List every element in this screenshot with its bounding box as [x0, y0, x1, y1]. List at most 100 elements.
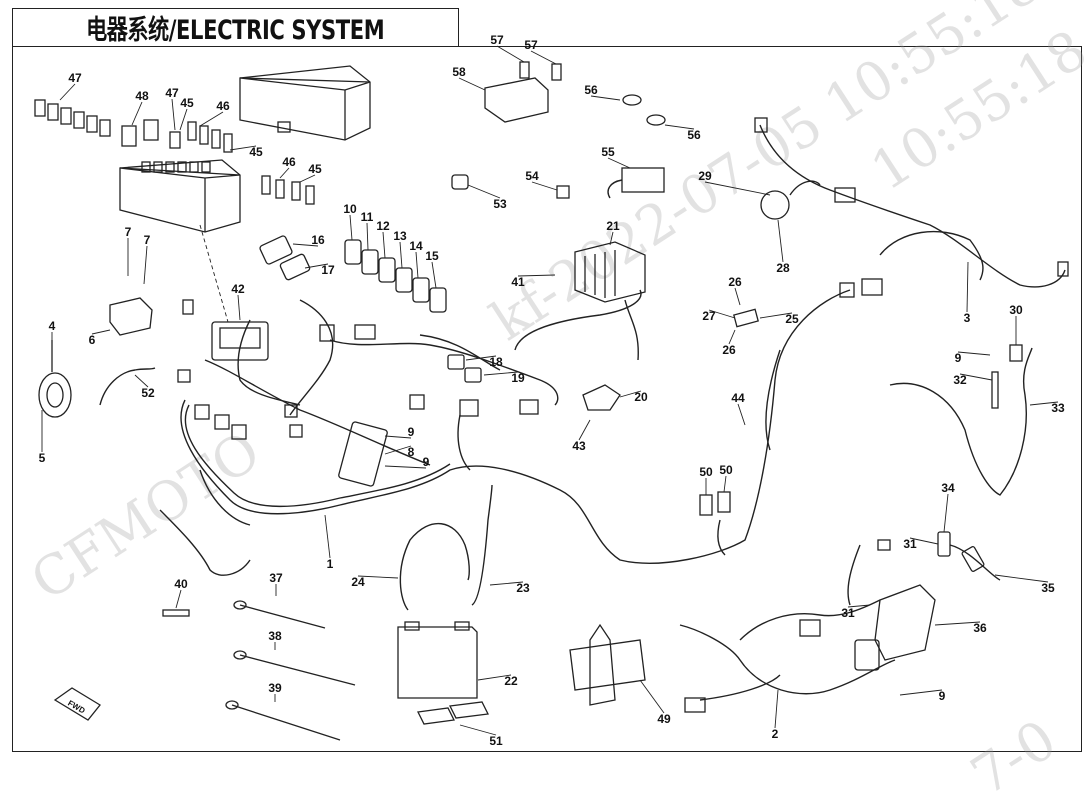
callout-number: 47	[68, 71, 82, 85]
main-wiring-harness	[159, 278, 883, 576]
leader-line	[517, 274, 556, 277]
leader-line	[237, 294, 241, 321]
regulator-55	[607, 167, 665, 199]
connector-54	[556, 185, 570, 199]
leader-line	[578, 419, 591, 441]
sensor-25	[733, 308, 759, 328]
fuse-box-assembly	[34, 65, 371, 323]
callout-number: 56	[687, 128, 701, 142]
callout-number: 5	[39, 451, 46, 465]
leader-line	[590, 95, 621, 101]
callout-number: 50	[699, 465, 713, 479]
callout-number: 9	[955, 351, 962, 365]
callout-number: 38	[268, 629, 282, 643]
leader-line	[384, 465, 427, 469]
callout-number: 21	[606, 219, 620, 233]
leader-line	[759, 312, 793, 319]
leader-line	[847, 604, 871, 608]
callout-number: 7	[125, 225, 132, 239]
leader-line	[465, 355, 497, 361]
callout-number: 34	[941, 481, 955, 495]
leader-line	[737, 403, 746, 426]
relays-10-15	[344, 239, 447, 313]
leader-line	[959, 373, 993, 381]
callout-number: 48	[135, 89, 149, 103]
callout-number: 31	[903, 537, 917, 551]
leader-line	[91, 329, 111, 335]
callout-number: 55	[601, 145, 615, 159]
callout-number: 30	[1009, 303, 1023, 317]
battery-bracket-49	[569, 623, 646, 706]
leader-line	[467, 184, 501, 199]
callout-number: 26	[722, 343, 736, 357]
callout-number: 12	[376, 219, 390, 233]
leader-line	[728, 329, 736, 345]
leader-line	[708, 309, 736, 319]
callout-number: 6	[89, 333, 96, 347]
callout-number: 31	[841, 606, 855, 620]
callout-number: 45	[308, 162, 322, 176]
leader-line	[609, 231, 614, 246]
leader-line	[664, 124, 695, 130]
leader-line	[229, 145, 257, 151]
callout-number: 23	[516, 581, 530, 595]
voltage-regulator-21	[574, 241, 646, 361]
leader-line	[607, 157, 631, 169]
callout-number: 24	[351, 575, 365, 589]
fuel-pump-28	[760, 180, 821, 220]
leader-line	[619, 390, 642, 398]
leader-line	[304, 263, 329, 269]
cable-ties-37-39	[225, 600, 356, 741]
callout-number: 42	[231, 282, 245, 296]
callout-number: 40	[174, 577, 188, 591]
callout-number: 37	[269, 571, 283, 585]
callout-number: 41	[511, 275, 525, 289]
callout-number: 13	[393, 229, 407, 243]
diagram-title: 电器系统/ELECTRIC SYSTEM	[86, 15, 385, 46]
callout-number: 45	[180, 96, 194, 110]
flasher-relay	[109, 297, 153, 336]
callout-number: 35	[1041, 581, 1055, 595]
callout-number: 56	[584, 83, 598, 97]
leader-line	[496, 45, 525, 63]
callout-number: 19	[511, 371, 525, 385]
leader-line	[199, 111, 224, 127]
horn	[38, 340, 72, 418]
leader-line	[639, 679, 665, 714]
callout-number: 26	[728, 275, 742, 289]
callout-number: 8	[408, 445, 415, 459]
callout-number: 3	[964, 311, 971, 325]
leader-line	[143, 245, 148, 285]
title-box: 电器系统/ELECTRIC SYSTEM	[12, 8, 459, 46]
sensor-cable-52	[99, 367, 156, 406]
callout-number: 44	[731, 391, 745, 405]
connectors-16-17	[259, 235, 311, 281]
callout-number: 1	[327, 557, 334, 571]
leader-line	[171, 98, 176, 131]
callout-number: 22	[504, 674, 518, 688]
ecu-58	[484, 61, 562, 123]
leader-line	[777, 219, 784, 263]
callout-number: 18	[489, 355, 503, 369]
leader-line	[957, 351, 991, 356]
callout-number: 25	[785, 312, 799, 326]
callout-number: 49	[657, 712, 671, 726]
leader-line	[299, 174, 316, 183]
callout-number: 43	[572, 439, 586, 453]
leader-line	[279, 167, 290, 179]
callout-number: 58	[452, 65, 466, 79]
leader-line	[131, 101, 143, 126]
callout-number: 11	[361, 210, 374, 224]
callout-number: 9	[408, 425, 415, 439]
leader-line	[774, 689, 779, 729]
battery-pads-51	[417, 701, 489, 725]
cable-33	[889, 347, 1033, 496]
battery-cables-23-24	[399, 484, 493, 611]
callout-number: 53	[493, 197, 507, 211]
callout-number: 15	[425, 249, 439, 263]
leader-line	[399, 241, 403, 269]
callout-number: 16	[311, 233, 325, 247]
leader-line	[366, 222, 369, 251]
battery-22	[397, 621, 478, 699]
callout-number: 46	[282, 155, 296, 169]
